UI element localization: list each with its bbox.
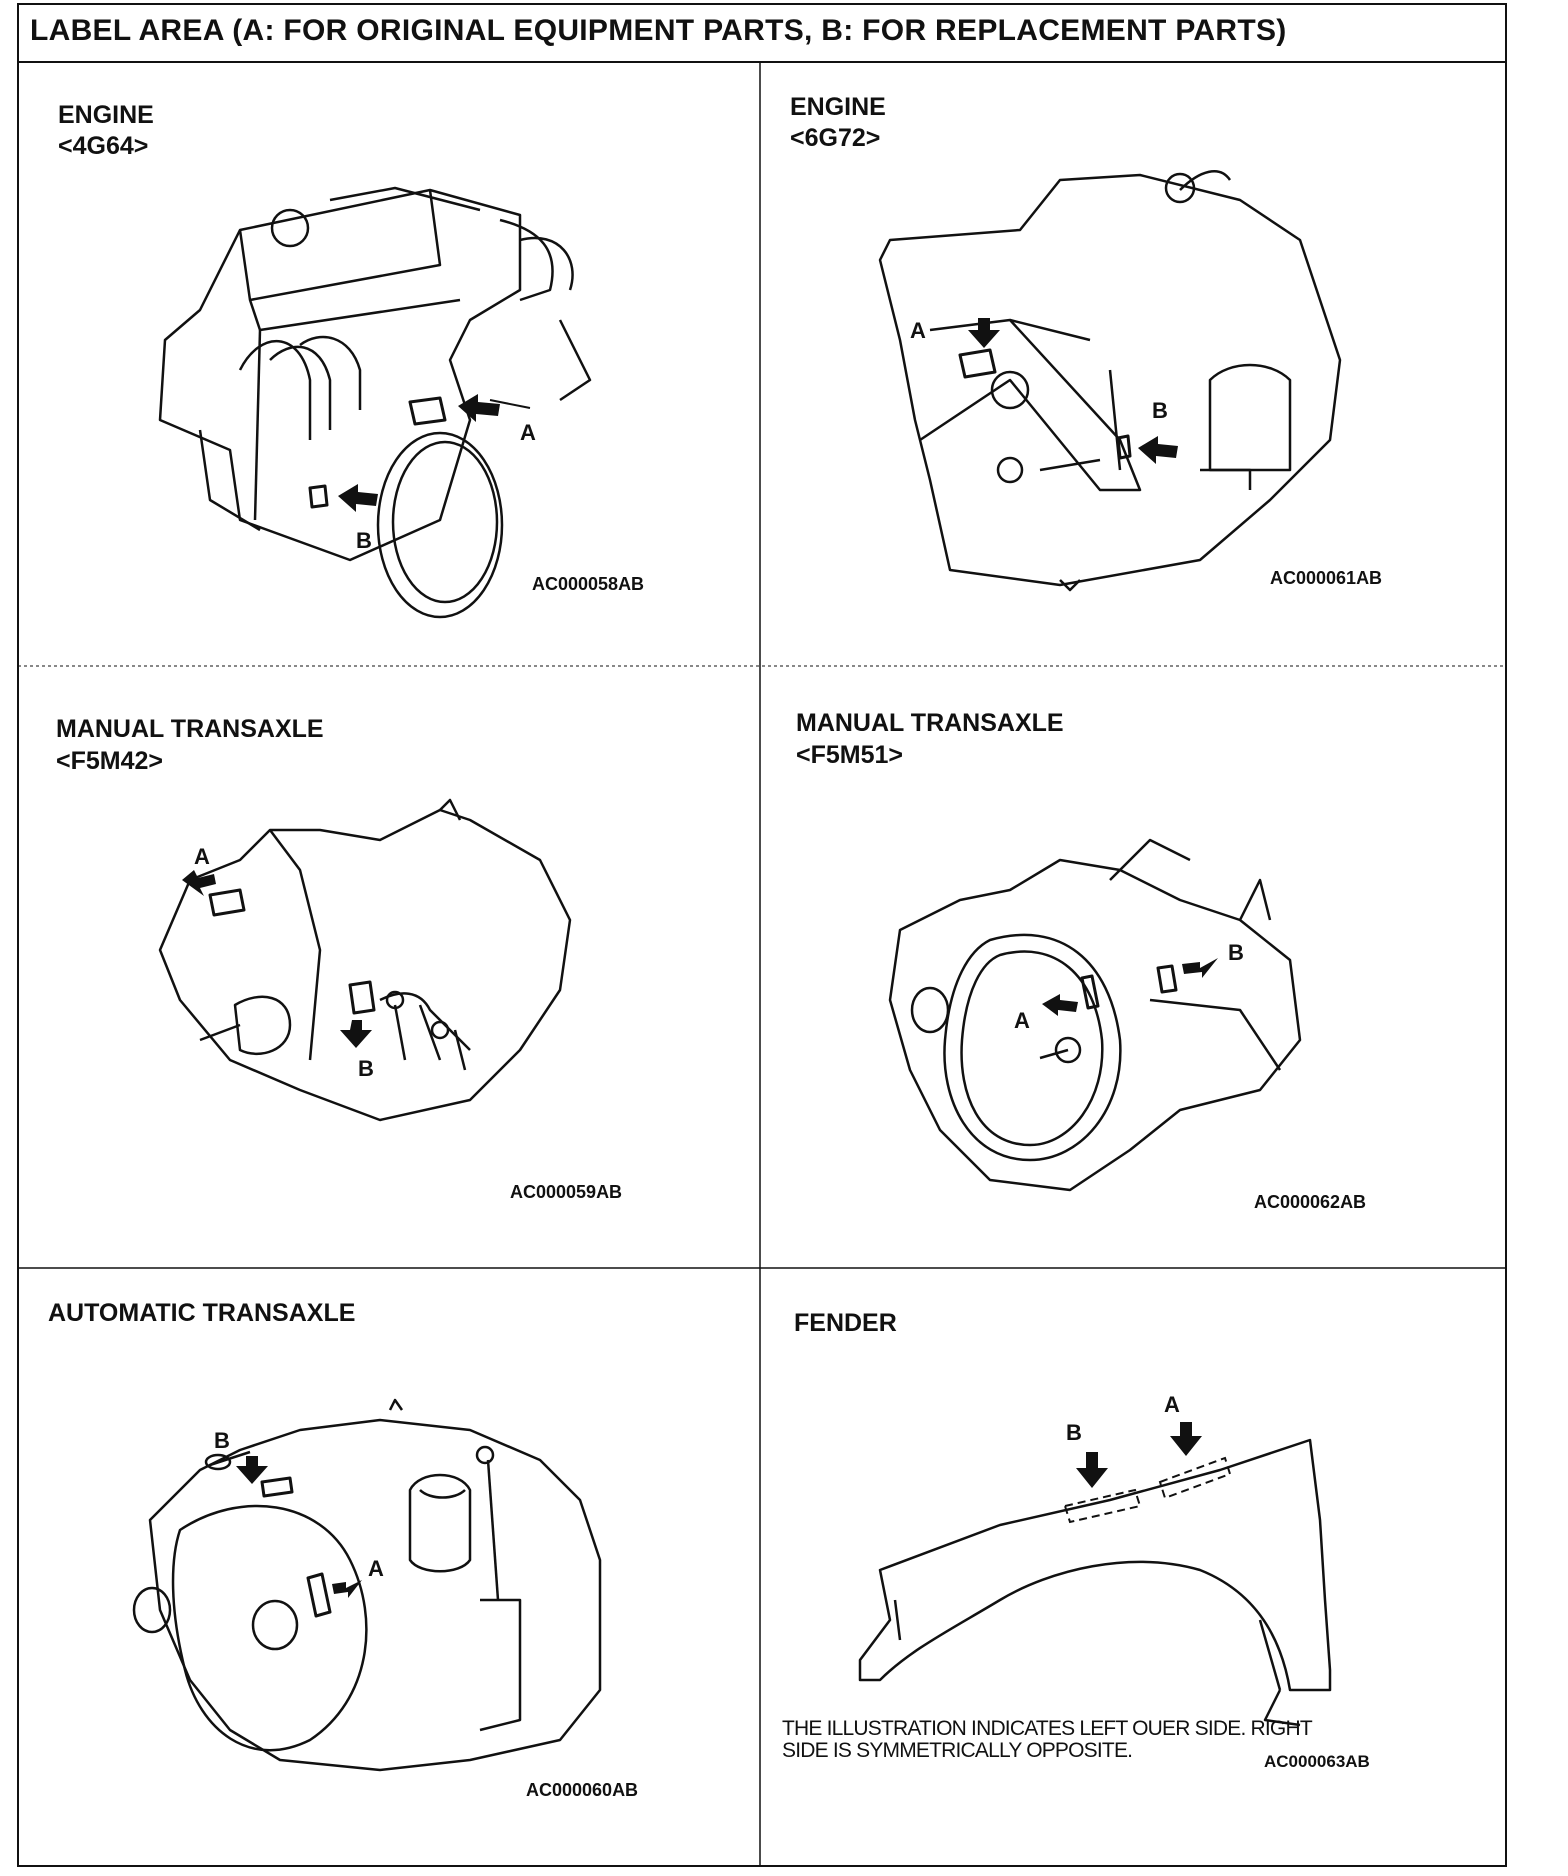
panel-subtitle: <6G72>	[790, 124, 881, 152]
callout-b: B	[214, 1428, 230, 1453]
fender-note-line-2: SIDE IS SYMMETRICALLY OPPOSITE.	[782, 1739, 1133, 1762]
panel-subtitle: <F5M42>	[56, 747, 164, 775]
figure-id: AC000058AB	[532, 574, 645, 594]
figure-id: AC000059AB	[510, 1182, 623, 1202]
panel-subtitle: <F5M51>	[796, 741, 904, 769]
figure-id: AC000061AB	[1270, 568, 1383, 588]
callout-b: B	[356, 528, 372, 553]
figure-id: AC000062AB	[1254, 1192, 1367, 1212]
callout-a: A	[1164, 1392, 1180, 1417]
callout-a: A	[1014, 1008, 1030, 1033]
panel-title: FENDER	[794, 1309, 897, 1337]
panel-subtitle: <4G64>	[58, 132, 149, 160]
callout-b: B	[1152, 398, 1168, 423]
callout-a: A	[194, 844, 210, 869]
panel-title: MANUAL TRANSAXLE	[56, 715, 324, 743]
callout-a: A	[520, 420, 536, 445]
callout-a: A	[368, 1556, 384, 1581]
panel-title: AUTOMATIC TRANSAXLE	[48, 1299, 356, 1327]
panel-title: MANUAL TRANSAXLE	[796, 709, 1064, 737]
figure-id: AC000060AB	[526, 1780, 639, 1800]
callout-b: B	[1228, 940, 1244, 965]
callout-b: B	[1066, 1420, 1082, 1445]
callout-b: B	[358, 1056, 374, 1081]
callout-a: A	[910, 318, 926, 343]
panel-title: ENGINE	[790, 93, 886, 121]
fender-note-line-1: THE ILLUSTRATION INDICATES LEFT OUER SID…	[782, 1717, 1313, 1740]
panel-title: ENGINE	[58, 101, 154, 129]
figure-id: AC000063AB	[1264, 1752, 1370, 1771]
page-header: LABEL AREA (A: FOR ORIGINAL EQUIPMENT PA…	[30, 14, 1287, 47]
